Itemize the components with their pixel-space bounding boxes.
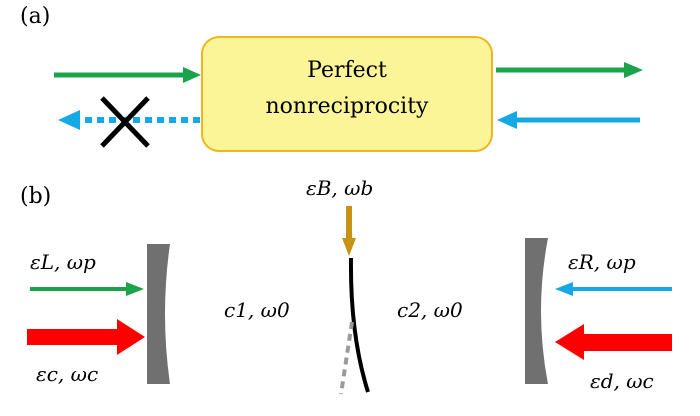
membrane-rest-position <box>339 321 354 395</box>
nonreciprocity-box: Perfect nonreciprocity <box>201 36 493 152</box>
drive-label: εB, ωb <box>306 176 374 200</box>
right-control-label: εd, ωc <box>590 369 654 393</box>
box-line-1: Perfect <box>307 58 387 83</box>
panel-b-label: (b) <box>20 184 52 209</box>
left-control-arrow-red <box>27 319 145 355</box>
right-probe-label: εR, ωp <box>568 250 636 274</box>
blocked-arrow-blue <box>58 110 200 130</box>
box-line-2: nonreciprocity <box>265 94 429 119</box>
input-arrow-green <box>54 67 201 83</box>
block-x-icon <box>100 96 150 148</box>
right-control-arrow-red <box>555 324 672 360</box>
membrane <box>348 257 370 393</box>
left-probe-arrow-green <box>30 282 144 296</box>
panel-a-label: (a) <box>20 4 51 29</box>
cavity-2-label: c2, ω0 <box>397 298 463 322</box>
right-probe-arrow-blue <box>555 282 672 296</box>
cavity-1-label: c1, ω0 <box>224 298 290 322</box>
output-arrow-green <box>496 62 643 78</box>
drive-arrow-gold <box>342 206 356 256</box>
input-arrow-blue <box>497 111 640 129</box>
left-control-label: εc, ωc <box>36 362 99 386</box>
left-mirror <box>147 244 170 384</box>
left-probe-label: εL, ωp <box>30 250 96 274</box>
right-mirror <box>525 238 548 384</box>
